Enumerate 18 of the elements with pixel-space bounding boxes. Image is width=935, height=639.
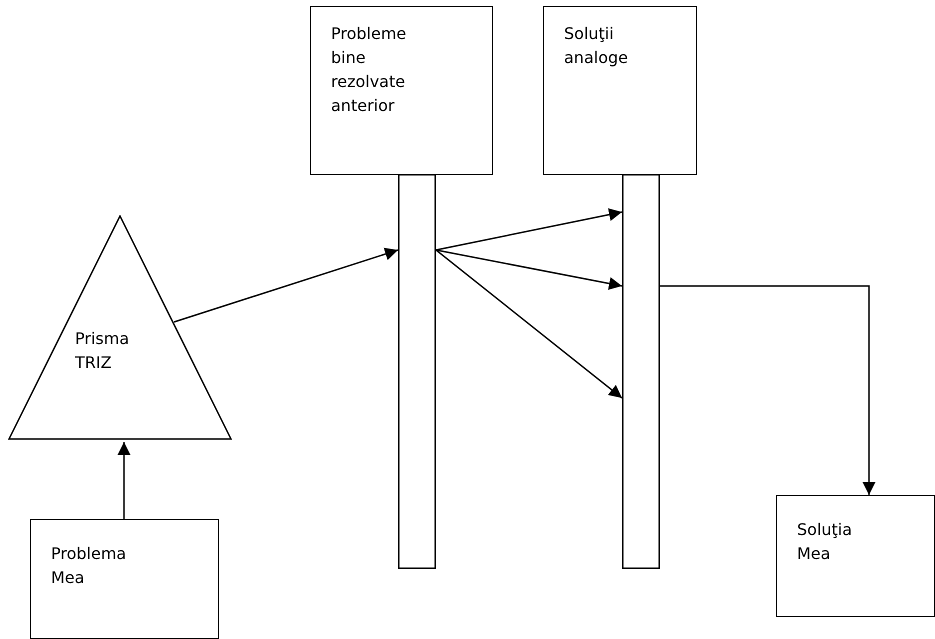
node-label: Prisma TRIZ — [75, 328, 130, 374]
process-box — [310, 6, 493, 175]
node-label: Soluţia Mea — [797, 519, 854, 565]
arrow — [660, 285, 876, 495]
node-label: Problema Mea — [51, 543, 128, 589]
process-box — [543, 6, 697, 175]
node-label: Probleme bine rezolvate anterior — [331, 23, 408, 117]
process-box — [776, 495, 935, 617]
process-box — [30, 519, 219, 639]
arrow — [436, 208, 622, 251]
arrow — [118, 442, 130, 519]
arrow — [436, 249, 622, 399]
arrow — [436, 249, 622, 290]
lifeline-bar — [622, 174, 660, 569]
prism-triangle — [8, 215, 232, 440]
arrow — [174, 248, 398, 323]
node-label: Soluţii analoge — [564, 23, 629, 69]
lifeline-bar — [398, 174, 436, 569]
